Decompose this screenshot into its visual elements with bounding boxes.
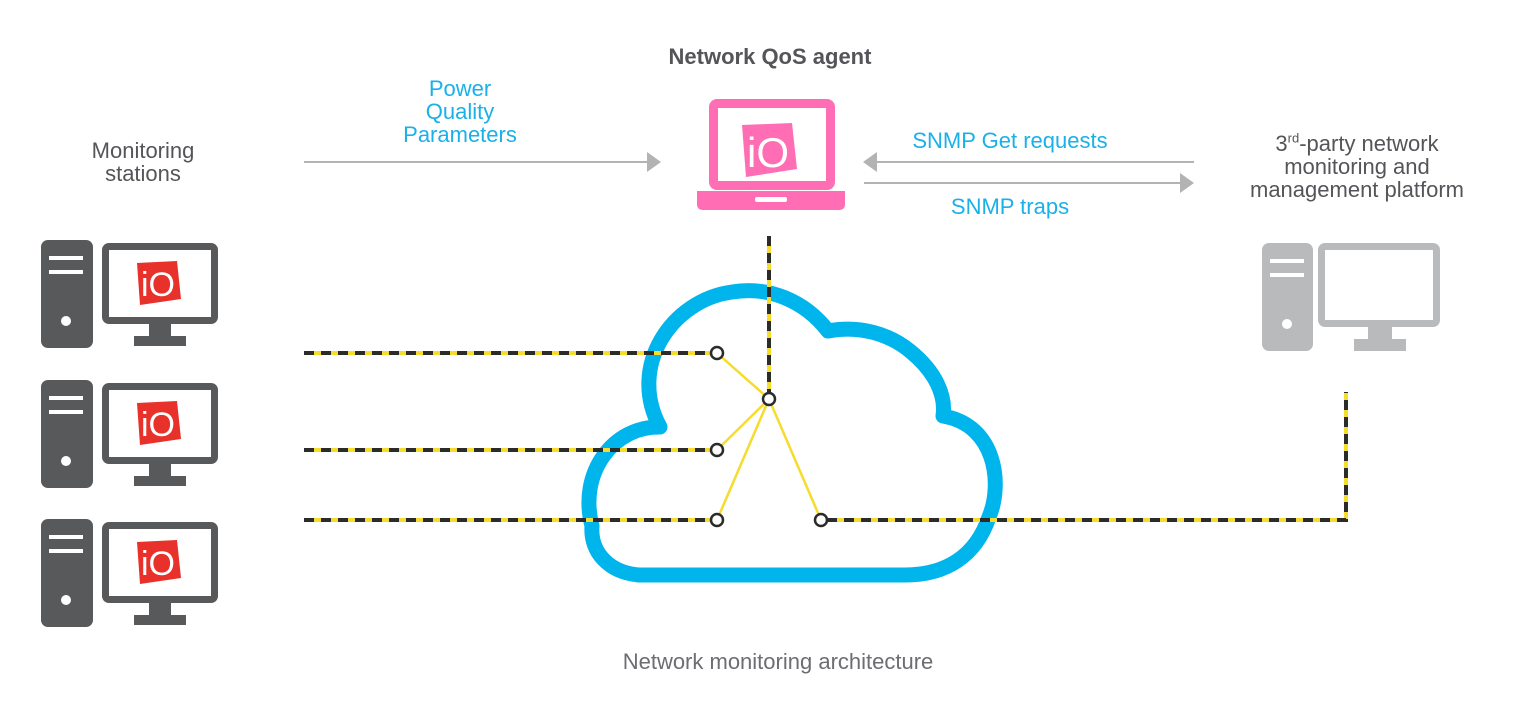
diagram-caption: Network monitoring architecture [622, 649, 934, 674]
node-hub [761, 391, 777, 407]
node-station-1 [709, 345, 725, 361]
pqp-line-2: Quality [425, 99, 495, 124]
cloud-internal-links [715, 352, 823, 521]
monitoring-stations-label: Monitoring stations [58, 139, 228, 185]
monitoring-line-2: stations [105, 161, 181, 186]
station-1-desktop-icon [41, 240, 218, 348]
node-station-3 [709, 512, 725, 528]
monitoring-line-1: Monitoring [91, 138, 195, 163]
third-party-line-1: 3rd-party network [1222, 132, 1492, 155]
node-platform [813, 512, 829, 528]
pqp-line-1: Power [428, 76, 492, 101]
pqp-arrow [304, 152, 661, 172]
laptop-icon: iO [697, 99, 845, 210]
station-3-desktop-icon [41, 519, 218, 627]
snmp-get-arrow [863, 152, 1194, 172]
platform-desktop-icon [1262, 243, 1440, 351]
third-party-platform-label: 3rd-party network monitoring and managem… [1222, 132, 1492, 201]
snmp-traps-arrow [864, 173, 1194, 193]
station-2-desktop-icon [41, 380, 218, 488]
cloud-icon [581, 283, 1003, 583]
connection-nodes [709, 345, 829, 528]
snmp-get-requests-label: SNMP Get requests [912, 128, 1108, 153]
third-party-line-2: monitoring and [1284, 154, 1430, 179]
node-station-2 [709, 442, 725, 458]
third-party-line-3: management platform [1250, 177, 1464, 202]
third-rest: -party network [1299, 131, 1439, 156]
power-quality-parameters-label: Power Quality Parameters [370, 77, 550, 146]
svg-text:iO: iO [747, 129, 789, 176]
snmp-traps-label: SNMP traps [950, 194, 1070, 219]
third-num: 3 [1275, 131, 1288, 156]
third-sup: rd [1287, 130, 1300, 146]
agent-title: Network QoS agent [668, 44, 872, 69]
platform-connection [827, 392, 1348, 522]
pqp-line-3: Parameters [403, 122, 517, 147]
